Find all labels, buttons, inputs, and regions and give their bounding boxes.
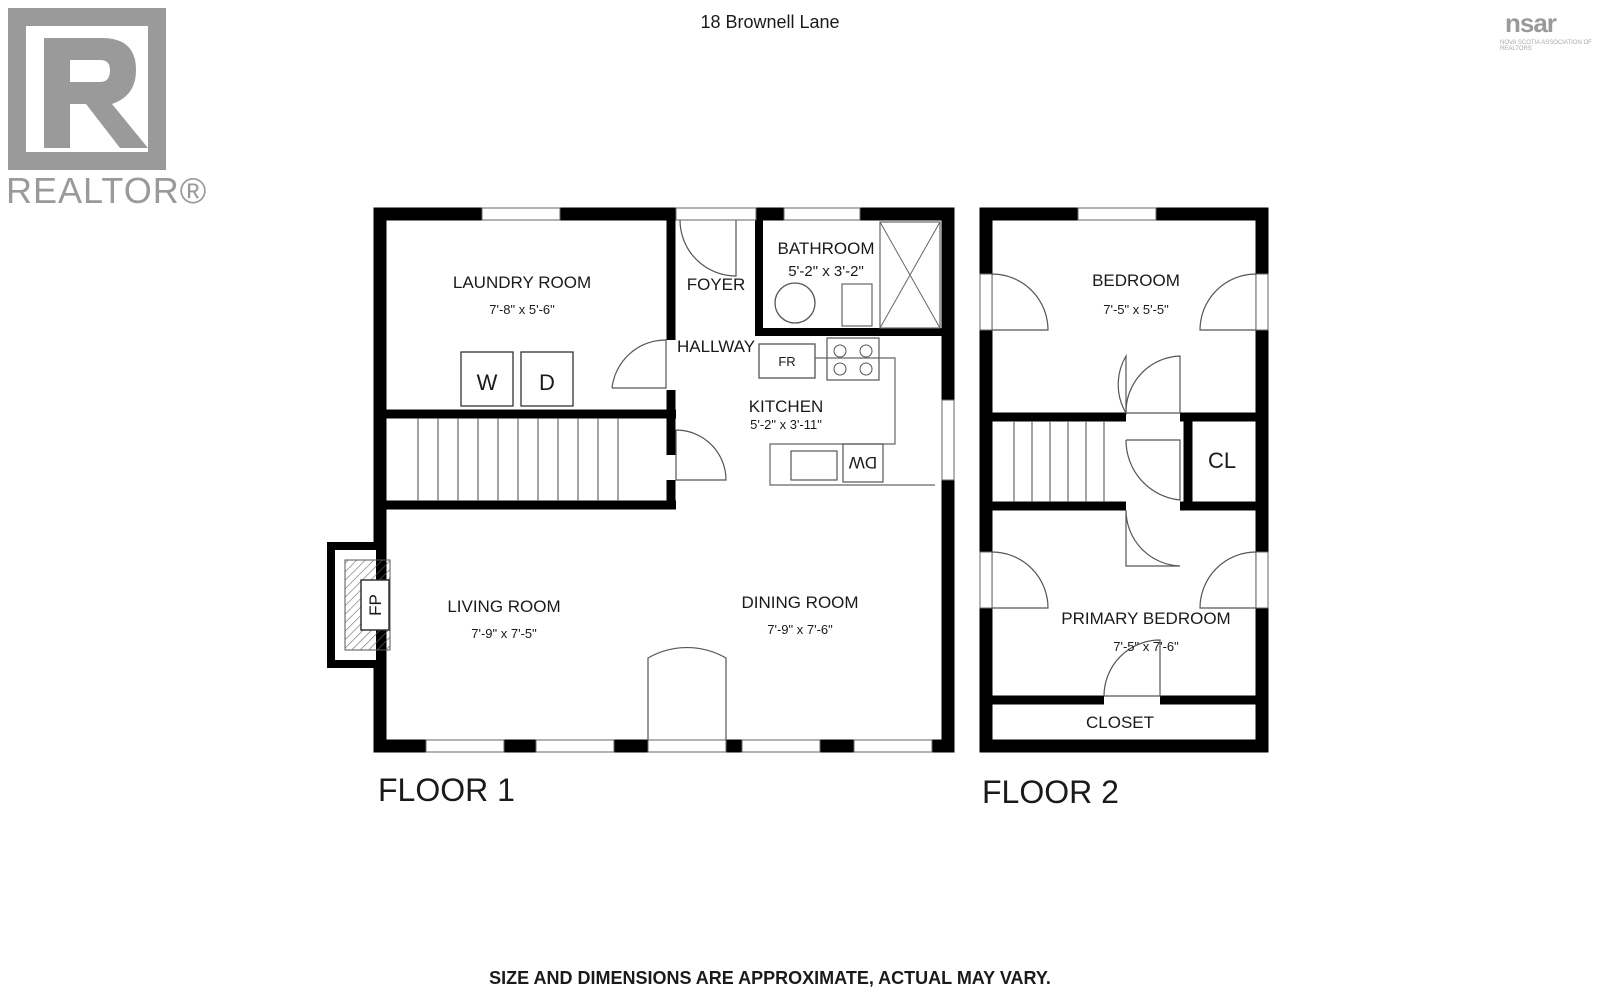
realtor-logo-text: REALTOR® xyxy=(6,170,208,211)
room-name-closet: CLOSET xyxy=(1086,713,1154,732)
dishwasher-label: DW xyxy=(849,453,877,472)
fireplace-box xyxy=(360,579,390,631)
room-dims-laundry: 7'-8" x 5'-6" xyxy=(489,302,555,317)
room-name-kitchen: KITCHEN xyxy=(749,397,824,416)
nsar-logo: nsar xyxy=(1505,8,1557,38)
floor-1-label: FLOOR 1 xyxy=(378,772,515,808)
floor-1-outer-wall xyxy=(373,207,955,753)
realtor-logo-icon xyxy=(8,8,166,175)
property-address: 18 Brownell Lane xyxy=(700,12,840,32)
room-name-hallway: HALLWAY xyxy=(677,337,755,356)
fireplace-label: FP xyxy=(366,594,385,616)
dryer xyxy=(520,351,574,407)
room-labels: LAUNDRY ROOM 7'-8" x 5'-6" FOYER BATHROO… xyxy=(366,239,1236,732)
room-name-bedroom: BEDROOM xyxy=(1092,271,1180,290)
room-name-primary-bedroom: PRIMARY BEDROOM xyxy=(1061,609,1230,628)
washer xyxy=(460,351,514,407)
room-dims-primary-bedroom: 7'-5" x 7'-6" xyxy=(1113,639,1179,654)
disclaimer: SIZE AND DIMENSIONS ARE APPROXIMATE, ACT… xyxy=(489,968,1051,988)
room-dims-bathroom: 5'-2" x 3'-2" xyxy=(788,263,864,280)
nsar-logo-subtitle: NOVA SCOTIA ASSOCIATION OF REALTORS xyxy=(1500,40,1592,52)
room-dims-bedroom: 7'-5" x 5'-5" xyxy=(1103,302,1169,317)
dryer-label: D xyxy=(539,370,555,395)
fridge-label: FR xyxy=(778,354,795,369)
floor-2-outer-wall xyxy=(979,207,1269,753)
room-name-bathroom: BATHROOM xyxy=(778,239,875,258)
washer-label: W xyxy=(477,370,498,395)
room-name-living: LIVING ROOM xyxy=(447,597,560,616)
room-name-laundry: LAUNDRY ROOM xyxy=(453,273,591,292)
room-name-foyer: FOYER xyxy=(687,275,746,294)
room-name-dining: DINING ROOM xyxy=(741,593,858,612)
floor-2-plan xyxy=(979,207,1269,753)
floor-1-plan xyxy=(327,207,955,753)
room-dims-living: 7'-9" x 7'-5" xyxy=(471,626,537,641)
floor-2-label: FLOOR 2 xyxy=(982,774,1119,810)
room-dims-dining: 7'-9" x 7'-6" xyxy=(767,622,833,637)
room-name-cl: CL xyxy=(1208,448,1236,473)
room-dims-kitchen: 5'-2" x 3'-11" xyxy=(750,417,822,432)
